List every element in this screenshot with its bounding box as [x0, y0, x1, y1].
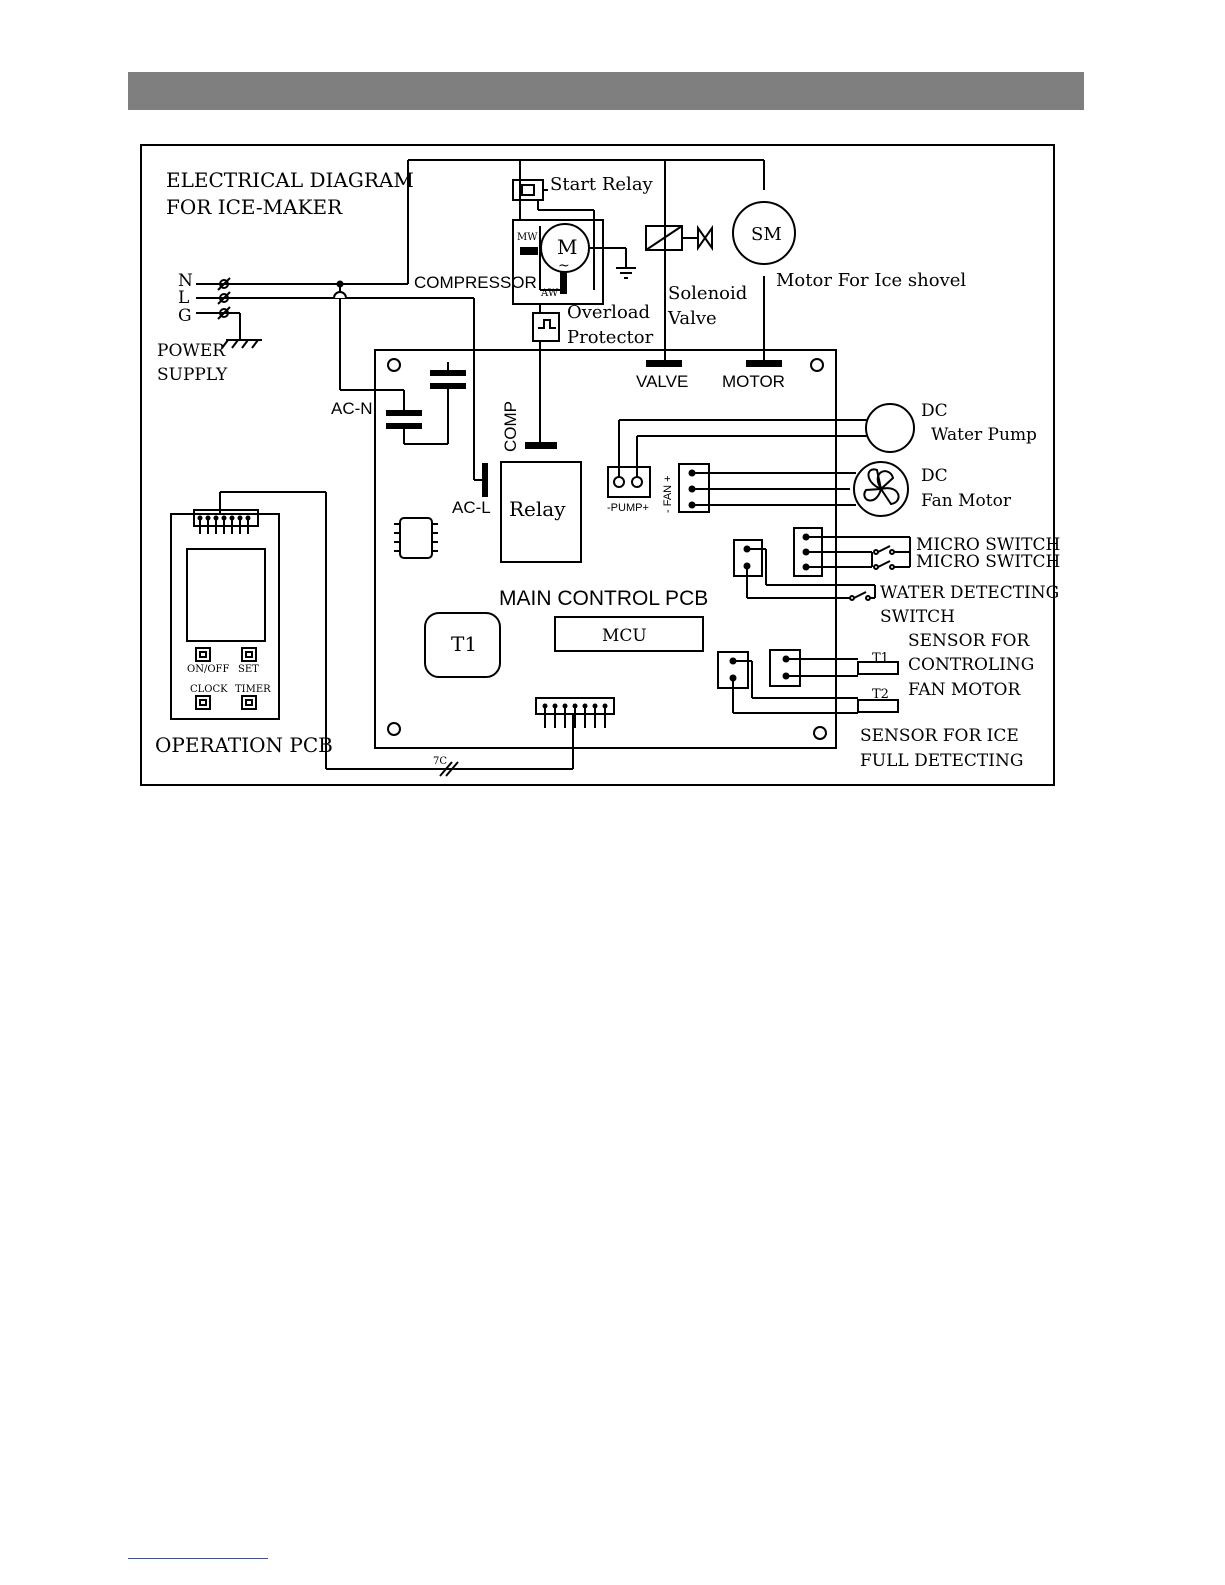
water-pump-circle — [865, 403, 915, 453]
compressor-tilde: ~ — [558, 258, 570, 274]
main-control-pcb-board — [374, 349, 837, 749]
sensor-fan-label-1: SENSOR FOR — [908, 631, 1030, 651]
relay-label: Relay — [509, 497, 566, 521]
sm-symbol: SM — [751, 224, 782, 245]
mcu-label: MCU — [602, 626, 647, 646]
water-pump-label-2: Water Pump — [931, 425, 1037, 445]
valve-terminal-label: VALVE — [636, 372, 688, 391]
micro-switch-label-1: MICRO SWITCH — [916, 535, 1060, 555]
sensor-t1-label: T1 — [872, 651, 889, 666]
solenoid-label-2: Valve — [667, 308, 717, 329]
clock-button-label: CLOCK — [190, 684, 228, 695]
operation-pcb-board — [170, 513, 280, 720]
micro-switch-label-2: MICRO SWITCH — [916, 552, 1060, 572]
solenoid-label-1: Solenoid — [668, 283, 747, 304]
main-control-pcb-title: MAIN CONTROL PCB — [499, 587, 708, 610]
diagram-frame — [140, 144, 1055, 786]
fan-motor-label-2: Fan Motor — [921, 491, 1012, 511]
fan-connector-label: - FAN + — [662, 475, 674, 513]
power-supply-label-1: POWER — [157, 341, 226, 361]
timer-button-label: TIMER — [235, 684, 271, 695]
compressor-mw-label: MW — [517, 232, 538, 243]
water-detecting-label-1: WATER DETECTING — [880, 583, 1059, 603]
ac-n-label: AC-N — [331, 399, 373, 418]
power-n-label: N — [178, 271, 193, 291]
diagram-title-line2: FOR ICE-MAKER — [166, 195, 343, 219]
on-off-button-label: ON/OFF — [187, 664, 229, 675]
power-l-label: L — [178, 288, 189, 308]
sensor-ice-label-2: FULL DETECTING — [860, 751, 1023, 771]
start-relay-label: Start Relay — [550, 174, 654, 195]
ice-shovel-motor-label: Motor For Ice shovel — [776, 270, 966, 291]
motor-terminal-label: MOTOR — [722, 372, 785, 391]
sensor-fan-label-3: FAN MOTOR — [908, 680, 1021, 700]
fan-motor-label-1: DC — [921, 466, 948, 486]
footer-divider — [128, 1558, 268, 1559]
t1-transformer-label: T1 — [451, 632, 477, 656]
ac-l-label: AC-L — [452, 498, 491, 517]
water-detecting-label-2: SWITCH — [880, 607, 955, 627]
power-supply-label-2: SUPPLY — [157, 365, 228, 385]
set-button-label: SET — [238, 664, 259, 675]
sensor-ice-label-1: SENSOR FOR ICE — [860, 726, 1019, 746]
compressor-aw-label: AW — [540, 288, 559, 299]
water-pump-label-1: DC — [921, 401, 948, 421]
comp-terminal-label: COMP — [501, 401, 520, 452]
section-header-bar — [128, 72, 1084, 110]
diagram-title-line1: ELECTRICAL DIAGRAM — [166, 168, 414, 192]
pump-connector-label: -PUMP+ — [607, 502, 649, 514]
overload-label-2: Protector — [567, 327, 654, 348]
compressor-label: COMPRESSOR — [414, 273, 537, 292]
sensor-t2-label: T2 — [872, 687, 889, 702]
power-g-label: G — [178, 306, 192, 326]
operation-pcb-label: OPERATION PCB — [155, 733, 333, 757]
overload-label-1: Overload — [567, 302, 650, 323]
compressor-motor-symbol: M — [557, 235, 577, 259]
sensor-fan-label-2: CONTROLING — [908, 655, 1034, 675]
cable-7c-label: 7C — [433, 756, 447, 767]
